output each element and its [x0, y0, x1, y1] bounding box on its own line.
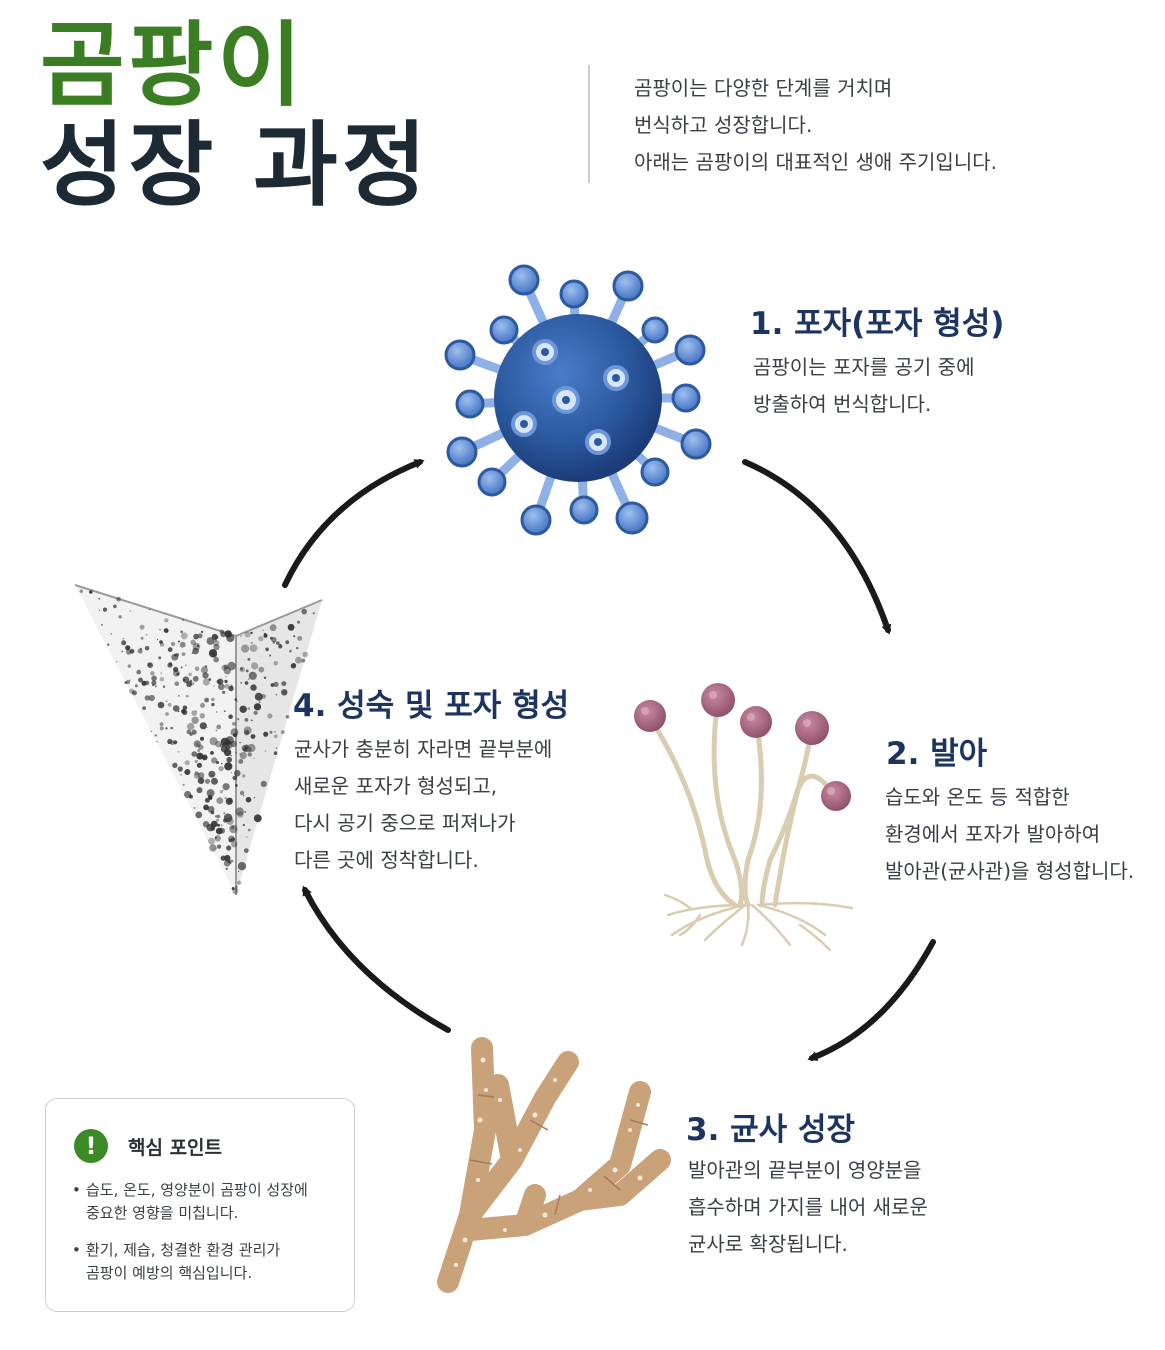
- step-1-title: 1. 포자(포자 형성): [750, 306, 1005, 342]
- key-point-line: 습도, 온도, 영양분이 곰팡이 성장에: [86, 1181, 308, 1199]
- step-4-desc-line: 균사가 충분히 자라면 끝부분에: [294, 737, 553, 761]
- step-4-desc-line: 다른 곳에 정착합니다.: [294, 848, 479, 872]
- page-title-line2: 성장 과정: [40, 112, 431, 219]
- intro-text: 곰팡이는 다양한 단계를 거치며 번식하고 성장합니다. 아래는 곰팡이의 대표…: [634, 70, 997, 181]
- intro-line: 곰팡이는 다양한 단계를 거치며: [634, 76, 893, 100]
- step-1-description: 곰팡이는 포자를 공기 중에 방출하여 번식합니다.: [753, 349, 974, 423]
- list-item: 습도, 온도, 영양분이 곰팡이 성장에 중요한 영향을 미칩니다.: [72, 1179, 342, 1225]
- step-3-desc-line: 흡수하며 가지를 내어 새로운: [688, 1195, 928, 1219]
- key-points-list: 습도, 온도, 영양분이 곰팡이 성장에 중요한 영향을 미칩니다. 환기, 제…: [72, 1179, 342, 1299]
- key-points-box: ! 핵심 포인트 습도, 온도, 영양분이 곰팡이 성장에 중요한 영향을 미칩…: [45, 1098, 355, 1312]
- key-point-line: 중요한 영향을 미칩니다.: [86, 1204, 239, 1222]
- germination-icon: [634, 683, 854, 952]
- intro-line: 아래는 곰팡이의 대표적인 생애 주기입니다.: [634, 150, 997, 174]
- mold-corner-icon: [74, 584, 323, 895]
- step-2-description: 습도와 온도 등 적합한 환경에서 포자가 발아하여 발아관(균사관)을 형성합…: [885, 779, 1134, 890]
- step-3-desc-line: 균사로 확장됩니다.: [688, 1232, 848, 1256]
- key-point-line: 환기, 제습, 청결한 환경 관리가: [86, 1241, 281, 1259]
- step-3-title: 3. 균사 성장: [686, 1112, 856, 1148]
- step-1-desc-line: 곰팡이는 포자를 공기 중에: [753, 355, 975, 379]
- page-title-line1: 곰팡이: [40, 12, 306, 119]
- step-3-description: 발아관의 끝부분이 영양분을 흡수하며 가지를 내어 새로운 균사로 확장됩니다…: [688, 1152, 928, 1263]
- step-4-desc-line: 새로운 포자가 형성되고,: [294, 774, 498, 798]
- list-item: 환기, 제습, 청결한 환경 관리가 곰팡이 예방의 핵심입니다.: [72, 1239, 342, 1285]
- exclamation-icon: !: [74, 1129, 108, 1163]
- step-3-desc-line: 발아관의 끝부분이 영양분을: [688, 1158, 922, 1182]
- key-points-title: 핵심 포인트: [128, 1137, 223, 1159]
- intro-divider: [588, 65, 590, 183]
- step-2-desc-line: 습도와 온도 등 적합한: [885, 785, 1070, 809]
- key-point-line: 곰팡이 예방의 핵심입니다.: [86, 1264, 253, 1282]
- intro-line: 번식하고 성장합니다.: [634, 113, 813, 137]
- step-4-description: 균사가 충분히 자라면 끝부분에 새로운 포자가 형성되고, 다시 공기 중으로…: [294, 731, 552, 879]
- step-4-desc-line: 다시 공기 중으로 퍼져나가: [294, 811, 516, 835]
- step-2-desc-line: 환경에서 포자가 발아하여: [885, 822, 1101, 846]
- cycle-arrow-icon: [282, 459, 936, 1061]
- step-4-title: 4. 성숙 및 포자 형성: [293, 688, 570, 724]
- hypha-icon: [437, 1037, 671, 1293]
- spore-icon: [444, 264, 712, 536]
- step-1-desc-line: 방출하여 번식합니다.: [753, 392, 932, 416]
- step-2-desc-line: 발아관(균사관)을 형성합니다.: [885, 859, 1135, 883]
- step-2-title: 2. 발아: [886, 736, 988, 772]
